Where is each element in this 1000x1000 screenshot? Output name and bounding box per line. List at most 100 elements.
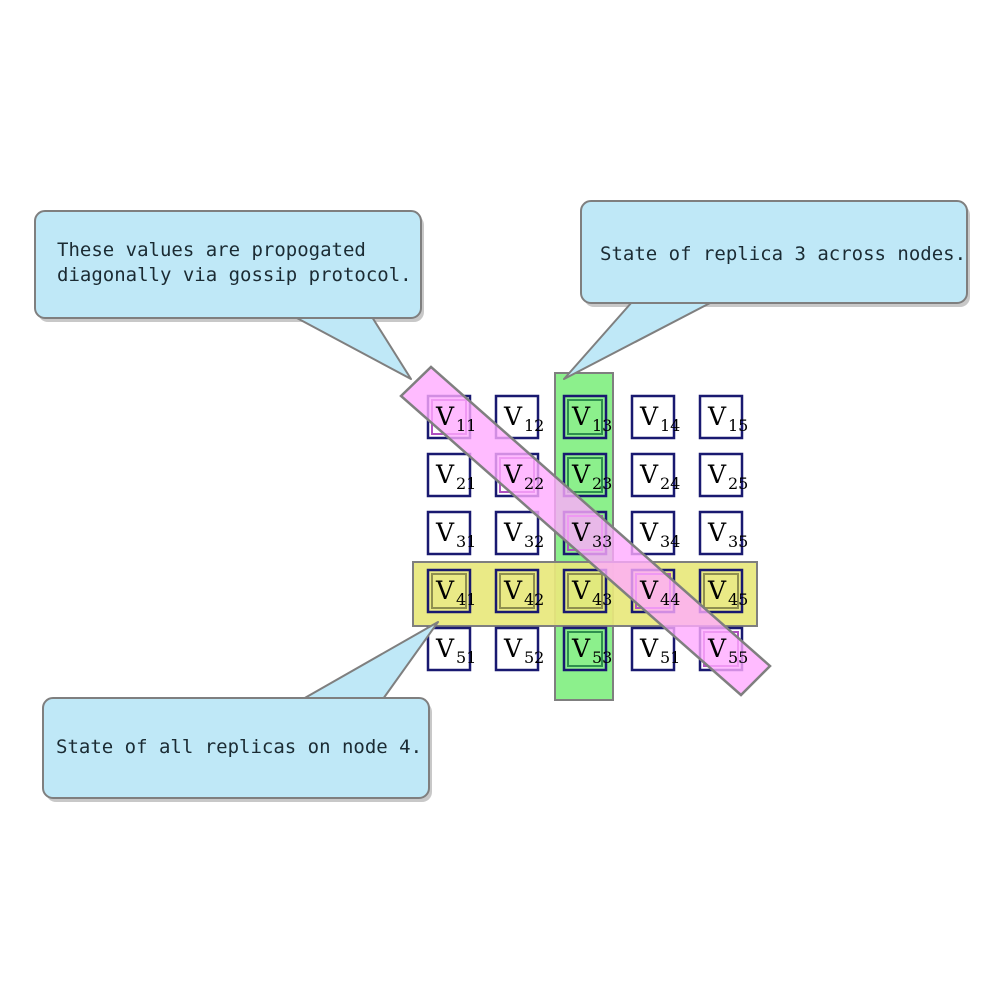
cell-label-base: V <box>435 402 455 431</box>
callout-tail <box>302 621 439 700</box>
cell-label-base: V <box>571 518 591 547</box>
cell-label-subscript: 53 <box>592 648 612 667</box>
cell-label-subscript: 25 <box>728 474 748 493</box>
grid-cell-v52[interactable] <box>494 626 540 672</box>
callout-box <box>42 697 430 799</box>
cell-box <box>562 626 608 672</box>
grid-cell-v14[interactable] <box>630 394 676 440</box>
grid-cell-v45[interactable] <box>698 568 744 614</box>
cell-box <box>630 394 676 440</box>
cell-label-subscript: 51 <box>456 648 476 667</box>
cell-label-subscript: 11 <box>456 416 476 435</box>
cell-label-base: V <box>707 518 727 547</box>
cell-label-subscript: 45 <box>728 590 748 609</box>
cell-label-subscript: 51 <box>660 648 680 667</box>
grid-cell-v25[interactable] <box>698 452 744 498</box>
cell-label-subscript: 33 <box>592 532 612 551</box>
cell-box <box>426 568 472 614</box>
grid-cell-v21[interactable] <box>426 452 472 498</box>
cell-highlight-ring <box>703 573 739 609</box>
cell-label-subscript: 52 <box>524 648 544 667</box>
cell-box <box>494 568 540 614</box>
cell-label-base: V <box>639 460 659 489</box>
callout-box <box>34 210 422 319</box>
grid-cell-v24[interactable] <box>630 452 676 498</box>
cell-label-subscript: 22 <box>524 474 544 493</box>
cell-box <box>426 452 472 498</box>
cell-highlight-ring <box>567 631 603 667</box>
cell-box <box>630 452 676 498</box>
cell-label-base: V <box>503 460 523 489</box>
grid-cell-v23[interactable] <box>562 452 608 498</box>
cell-label-subscript: 31 <box>456 532 476 551</box>
callout-tail <box>294 316 412 380</box>
grid-cell-v34[interactable] <box>630 510 676 556</box>
cell-label-base: V <box>435 576 455 605</box>
cell-label-subscript: 21 <box>456 474 476 493</box>
cell-box <box>426 626 472 672</box>
grid-cell-v42[interactable] <box>494 568 540 614</box>
grid-cell-v35[interactable] <box>698 510 744 556</box>
cell-label-base: V <box>639 402 659 431</box>
grid-cell-v41[interactable] <box>426 568 472 614</box>
grid-cell-v15[interactable] <box>698 394 744 440</box>
cell-highlight-ring <box>567 573 603 609</box>
cell-box <box>494 510 540 556</box>
cell-label-base: V <box>639 576 659 605</box>
callout-line: diagonally via gossip protocol. <box>57 264 412 286</box>
callout-replica-3[interactable]: State of replica 3 across nodes. <box>563 200 970 380</box>
cell-box <box>630 510 676 556</box>
cell-label-base: V <box>571 402 591 431</box>
callout-tail <box>563 301 713 380</box>
cell-label-base: V <box>707 576 727 605</box>
cell-label-subscript: 42 <box>524 590 544 609</box>
callout-line: State of replica 3 across nodes. <box>600 243 966 265</box>
cell-label-subscript: 55 <box>728 648 748 667</box>
callout-node-4[interactable]: State of all replicas on node 4. <box>42 621 439 802</box>
grid-cell-v43[interactable] <box>562 568 608 614</box>
callout-line: State of all replicas on node 4. <box>56 736 422 758</box>
cell-label-base: V <box>435 460 455 489</box>
cell-label-base: V <box>571 460 591 489</box>
cell-box <box>698 568 744 614</box>
cell-label-subscript: 34 <box>660 532 680 551</box>
cell-label-base: V <box>503 576 523 605</box>
cell-box <box>494 626 540 672</box>
cell-label-base: V <box>435 634 455 663</box>
callout-line: These values are propogated <box>57 239 366 261</box>
cell-label-base: V <box>707 634 727 663</box>
cell-label-subscript: 15 <box>728 416 748 435</box>
cell-label-base: V <box>707 402 727 431</box>
cell-box <box>698 452 744 498</box>
grid-cell-v51[interactable] <box>426 626 472 672</box>
grid-cell-v31[interactable] <box>426 510 472 556</box>
pink-diagonal-band <box>399 365 772 697</box>
grid-cell-v51[interactable] <box>630 626 676 672</box>
grid-cell-v53[interactable] <box>562 626 608 672</box>
callout-gossip[interactable]: These values are propogated diagonally vi… <box>34 210 424 380</box>
cell-label-subscript: 14 <box>660 416 680 435</box>
callout-box <box>580 200 968 304</box>
cell-label-subscript: 43 <box>592 590 612 609</box>
grid-cell-v32[interactable] <box>494 510 540 556</box>
grid-cell-v13[interactable] <box>562 394 608 440</box>
